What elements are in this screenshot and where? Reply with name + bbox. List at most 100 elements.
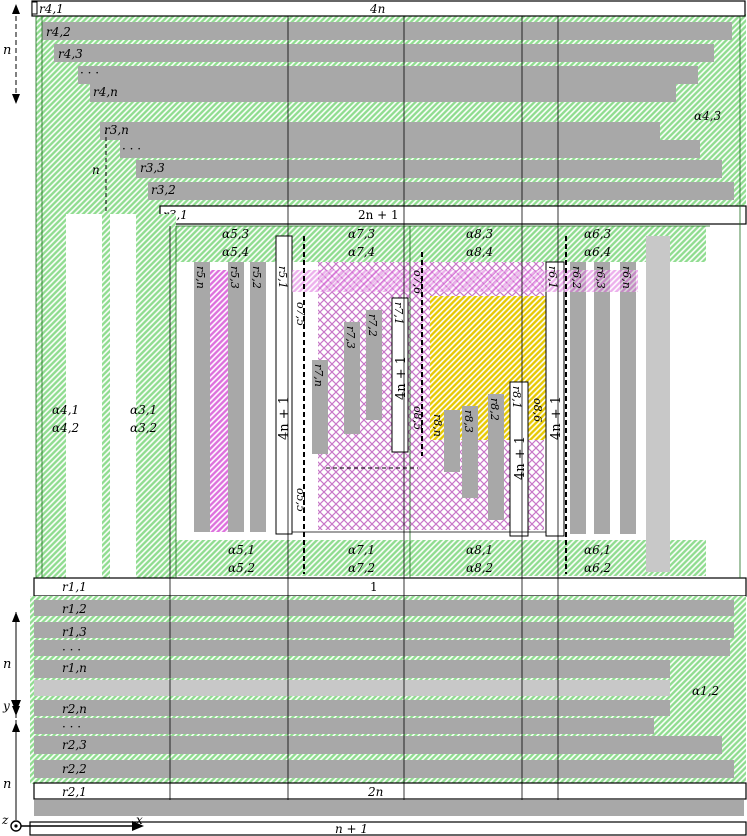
arrow-up-b1 [12, 612, 20, 622]
gray-col-r73 [344, 322, 360, 434]
a52: α5,2 [228, 561, 255, 575]
label-4n-top: 4n [369, 2, 385, 16]
arrow-up-b2 [12, 722, 20, 732]
mag-band-top [292, 270, 638, 292]
box-r21 [33, 782, 747, 800]
o85-label: o8,5 [411, 406, 424, 430]
top-block: r4,1 4n r4,2 r4,3 · · · r4,n α4,3 r3,n ·… [31, 0, 746, 222]
r63-label: r6,3 [594, 266, 607, 289]
gray-col-r82 [488, 394, 504, 520]
label-r22: r2,2 [62, 762, 87, 776]
r5n-label: r5,n [194, 266, 207, 289]
arrow-down-top [12, 94, 20, 104]
gray-col-r52 [250, 262, 266, 532]
r81-label: r8,1 [510, 386, 523, 409]
dim-n-r3: n [92, 163, 100, 177]
bar-r42 [42, 22, 732, 40]
a64: α6,4 [584, 245, 611, 259]
box-r81 [509, 381, 529, 537]
a71: α7,1 [348, 543, 375, 557]
label-r3n: r3,n [104, 123, 129, 137]
tiny-box-r41 [31, 1, 38, 15]
label-r12: r1,2 [62, 602, 87, 616]
white-col-r3 [110, 214, 136, 578]
green-left-column [36, 214, 176, 578]
a72: α7,2 [348, 561, 375, 575]
a62: α6,2 [584, 561, 611, 575]
label-r2n: r2,n [62, 702, 87, 716]
r71-label: r7,1 [392, 302, 405, 325]
label-r4n: r4,n [93, 85, 118, 99]
o55-label: o5,5 [294, 488, 307, 512]
dots-r3: · · · [122, 142, 141, 156]
dots-r4: · · · [80, 66, 99, 80]
o76-label: o7,6 [411, 270, 424, 294]
label-a12: α1,2 [692, 684, 719, 698]
bottom-block: r1,2 r1,3 · · · r1,n α1,2 r2,n · · · r2,… [29, 596, 747, 836]
y-arrow [11, 700, 21, 712]
dim-n-top: n [3, 43, 11, 58]
gray-col-r8n [444, 410, 460, 472]
bar-r22 [34, 760, 734, 778]
a41: α4,1 [52, 403, 79, 417]
dots-r1: · · · [62, 643, 81, 657]
label-2n: 2n [367, 785, 383, 799]
a31: α3,1 [130, 403, 157, 417]
label-r1n: r1,n [62, 661, 87, 675]
mag-col-r5n [210, 270, 228, 532]
gray-col-r6n [620, 262, 636, 534]
box-4n1-c: 4n + 1 [513, 436, 528, 480]
green-band-bottom [176, 540, 706, 576]
middle-block: α5,3 α5,4 α7,3 α7,4 α8,3 α8,4 α6,3 α6,4 … [36, 214, 706, 578]
a32: α3,2 [130, 421, 157, 435]
white-col-r4 [66, 214, 102, 578]
bar-r2x [34, 680, 670, 696]
z-label: z [1, 813, 9, 827]
r61-label: r6,1 [546, 266, 559, 289]
x-arrow [132, 821, 144, 831]
r82-label: r8,2 [488, 398, 501, 421]
a54: α5,4 [222, 245, 249, 259]
a74: α7,4 [348, 245, 375, 259]
bar-r2n [34, 700, 670, 716]
green-band-top [176, 226, 706, 262]
label-r21: r2,1 [62, 785, 87, 799]
gray-col-r5n [194, 262, 210, 532]
bar-r33 [136, 160, 722, 178]
bar-r2y [34, 800, 744, 816]
z-axis-dot [14, 824, 18, 828]
bar-r3x [120, 140, 700, 158]
bar-r1n [34, 660, 670, 678]
x-label: x [136, 813, 143, 827]
a61: α6,1 [584, 543, 611, 557]
bar-r23 [34, 736, 722, 754]
box-r61 [545, 261, 565, 537]
label-n1: n + 1 [335, 822, 368, 836]
bar-r12 [34, 600, 734, 616]
r62-label: r6,2 [570, 266, 583, 289]
bar-r44 [78, 66, 698, 84]
box-r41 [31, 0, 746, 17]
r7n-label: r7,n [312, 364, 325, 387]
gray-col-r83 [462, 406, 478, 498]
a63: α6,3 [584, 227, 612, 241]
dots-r2: · · · [62, 720, 81, 734]
a53: α5,3 [222, 227, 250, 241]
bar-r4n [90, 84, 676, 102]
r72-label: r7,2 [366, 314, 379, 337]
dim-n-bottom-2: n [3, 777, 11, 792]
dim-n-bottom-1: n [3, 657, 11, 672]
y-label: y [2, 699, 10, 713]
a82: α8,2 [466, 561, 493, 575]
gray-col-r53 [228, 262, 244, 532]
box-4n1-d: 4n + 1 [549, 396, 564, 440]
dimension-markers: n n n x y z [1, 4, 144, 832]
o86-label: o8,6 [531, 398, 544, 422]
r83-label: r8,3 [462, 410, 475, 433]
label-r43: r4,3 [58, 47, 83, 61]
label-r13: r1,3 [62, 625, 87, 639]
label-1: 1 [370, 580, 378, 594]
arrow-up-top [12, 4, 20, 14]
a83: α8,3 [466, 227, 494, 241]
